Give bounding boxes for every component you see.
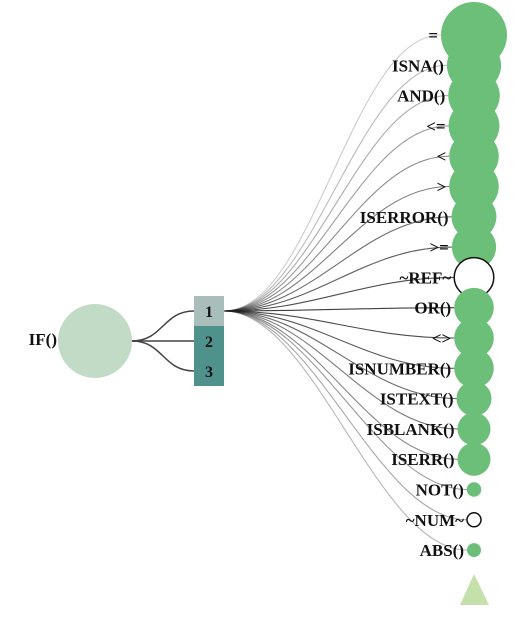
child-node-label: > bbox=[437, 178, 447, 197]
child-nodes: =ISNA()AND()<=<>ISERROR()>=~REF~OR()<>IS… bbox=[348, 2, 507, 560]
argument-box-label: 2 bbox=[205, 334, 213, 351]
child-node-label: ISNA() bbox=[392, 56, 444, 75]
argument-child-link bbox=[223, 310, 455, 339]
child-node-op[interactable]: >= bbox=[430, 224, 497, 270]
child-node-circle[interactable] bbox=[451, 224, 497, 270]
argument-box-label: 3 bbox=[205, 364, 213, 381]
child-node-label: ~NUM~ bbox=[406, 511, 464, 530]
child-node-iserr[interactable]: ISERR() bbox=[391, 442, 491, 476]
child-node-label: ISBLANK() bbox=[367, 420, 455, 439]
child-node-label: ISERROR() bbox=[360, 208, 449, 227]
child-node-iserror[interactable]: ISERROR() bbox=[360, 194, 497, 240]
child-node-circle[interactable] bbox=[466, 512, 482, 528]
argument-child-link bbox=[223, 310, 458, 460]
child-node-label: ABS() bbox=[420, 541, 464, 560]
argument-box-1[interactable]: 1 bbox=[194, 296, 224, 326]
root-label: IF() bbox=[29, 330, 57, 349]
argument-box-3[interactable]: 3 bbox=[194, 356, 224, 386]
child-node-abs[interactable]: ABS() bbox=[420, 541, 481, 560]
argument-child-link bbox=[223, 185, 450, 312]
root-argument-link bbox=[131, 340, 195, 372]
more-triangle-icon[interactable] bbox=[460, 574, 489, 605]
child-node-circle[interactable] bbox=[457, 442, 491, 476]
argument-child-link bbox=[223, 95, 449, 312]
argument-box-rect[interactable] bbox=[194, 326, 224, 356]
argument-child-link bbox=[223, 34, 442, 312]
root-circle[interactable] bbox=[58, 304, 132, 378]
argument-child-link bbox=[223, 310, 468, 551]
child-node-or[interactable]: OR() bbox=[414, 287, 494, 328]
argument-box-2[interactable]: 2 bbox=[194, 326, 224, 356]
child-node-circle[interactable] bbox=[454, 287, 494, 328]
child-node-label: OR() bbox=[414, 299, 451, 318]
argument-child-link bbox=[223, 307, 455, 312]
child-node-label: ISNUMBER() bbox=[348, 359, 451, 378]
argument-box-rect[interactable] bbox=[194, 296, 224, 326]
links-layer bbox=[131, 34, 468, 551]
child-node-istext[interactable]: ISTEXT() bbox=[380, 381, 492, 417]
argument-box-rect[interactable] bbox=[194, 356, 224, 386]
argument-box-label: 1 bbox=[205, 304, 213, 321]
child-node-isblank[interactable]: ISBLANK() bbox=[367, 412, 491, 446]
child-node-label: NOT() bbox=[416, 481, 464, 500]
child-node-label: <> bbox=[432, 329, 451, 348]
child-node-circle[interactable] bbox=[454, 318, 494, 358]
argument-child-link bbox=[223, 310, 467, 491]
argument-child-link bbox=[223, 310, 457, 400]
argument-child-link bbox=[223, 246, 452, 312]
child-node-num[interactable]: ~NUM~ bbox=[406, 511, 482, 530]
child-node-not[interactable]: NOT() bbox=[416, 481, 482, 500]
child-node-label: ISTEXT() bbox=[380, 390, 454, 409]
argument-child-link bbox=[223, 64, 447, 312]
root-argument-link bbox=[131, 310, 195, 342]
argument-child-link bbox=[223, 310, 455, 369]
child-node-label: ISERR() bbox=[391, 450, 454, 469]
argument-boxes: 1 2 3 bbox=[194, 296, 224, 386]
child-node-circle[interactable] bbox=[456, 381, 492, 417]
argument-child-link bbox=[223, 155, 450, 312]
child-node-circle[interactable] bbox=[454, 348, 494, 389]
child-node-label: = bbox=[428, 26, 438, 45]
child-node-label: AND() bbox=[397, 87, 445, 106]
child-node-circle[interactable] bbox=[467, 543, 481, 558]
argument-child-link bbox=[223, 310, 468, 521]
child-node-op[interactable]: <> bbox=[432, 318, 494, 358]
root-node[interactable]: IF() bbox=[29, 304, 132, 378]
child-node-circle[interactable] bbox=[451, 194, 497, 240]
child-node-circle[interactable] bbox=[457, 412, 491, 446]
argument-child-link bbox=[223, 276, 455, 312]
argument-child-link bbox=[223, 310, 458, 430]
child-node-label: ~REF~ bbox=[400, 268, 452, 287]
child-node-circle[interactable] bbox=[466, 482, 482, 497]
child-node-label: <= bbox=[426, 117, 445, 136]
child-node-isnumber[interactable]: ISNUMBER() bbox=[348, 348, 494, 389]
child-node-label: < bbox=[437, 147, 447, 166]
argument-child-link bbox=[223, 125, 449, 312]
argument-child-link bbox=[223, 216, 452, 312]
child-node-label: >= bbox=[430, 238, 449, 257]
